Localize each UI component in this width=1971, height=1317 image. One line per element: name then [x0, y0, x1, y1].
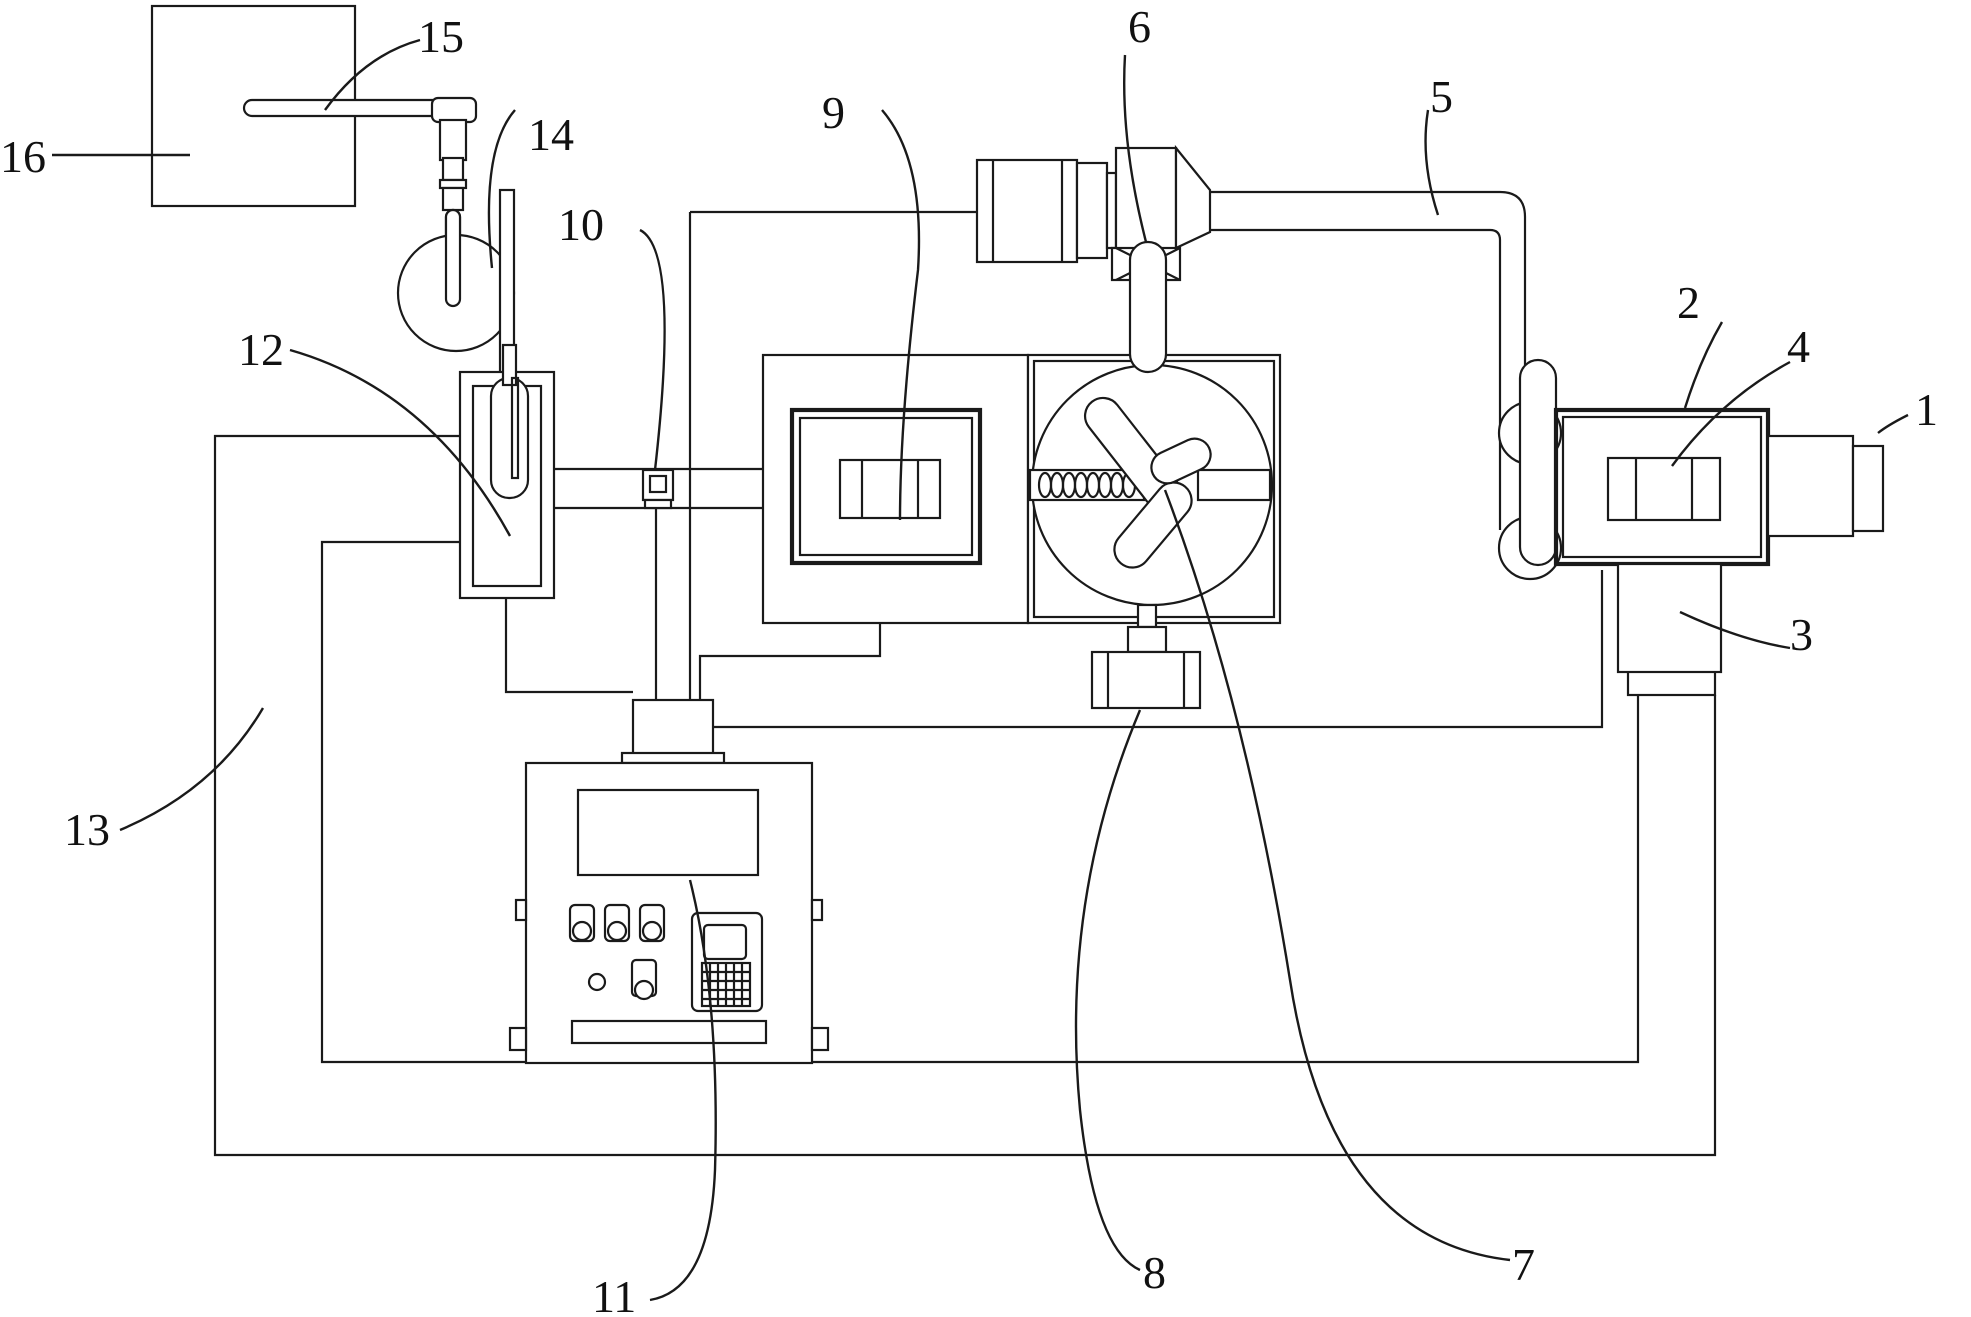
pipe-5 [1210, 190, 1527, 530]
motor-8 [1090, 603, 1202, 710]
label-8: 8 [1143, 1247, 1166, 1298]
vessel-12 [458, 343, 556, 600]
label-7: 7 [1512, 1239, 1535, 1290]
label-11: 11 [592, 1271, 636, 1317]
pump-motor [975, 158, 1118, 264]
unit-2 [1553, 407, 1771, 567]
label-3: 3 [1790, 609, 1813, 660]
chamber-9 [761, 353, 1030, 625]
valve-10 [641, 468, 675, 510]
label-4: 4 [1787, 321, 1810, 372]
label-10: 10 [558, 199, 604, 250]
label-5: 5 [1430, 71, 1453, 122]
pulley-pair [1497, 358, 1563, 581]
label-6: 6 [1128, 1, 1151, 52]
pipes [504, 210, 1604, 729]
leader-lines [52, 38, 1909, 1302]
unit-3 [1616, 562, 1723, 674]
screw-conveyor [1037, 471, 1137, 499]
label-13: 13 [64, 804, 110, 855]
control-cabinet-11 [508, 698, 830, 1065]
pulley-14 [396, 188, 516, 382]
pump-6 [1110, 144, 1212, 374]
label-14: 14 [528, 109, 574, 160]
label-1: 1 [1915, 384, 1938, 435]
drum-7 [1026, 353, 1282, 625]
label-2: 2 [1677, 277, 1700, 328]
label-12: 12 [238, 324, 284, 375]
label-9: 9 [822, 87, 845, 138]
label-15: 15 [418, 11, 464, 62]
unit-1 [1766, 434, 1885, 538]
base-frame-13 [213, 434, 1717, 1157]
label-16: 16 [0, 131, 46, 182]
